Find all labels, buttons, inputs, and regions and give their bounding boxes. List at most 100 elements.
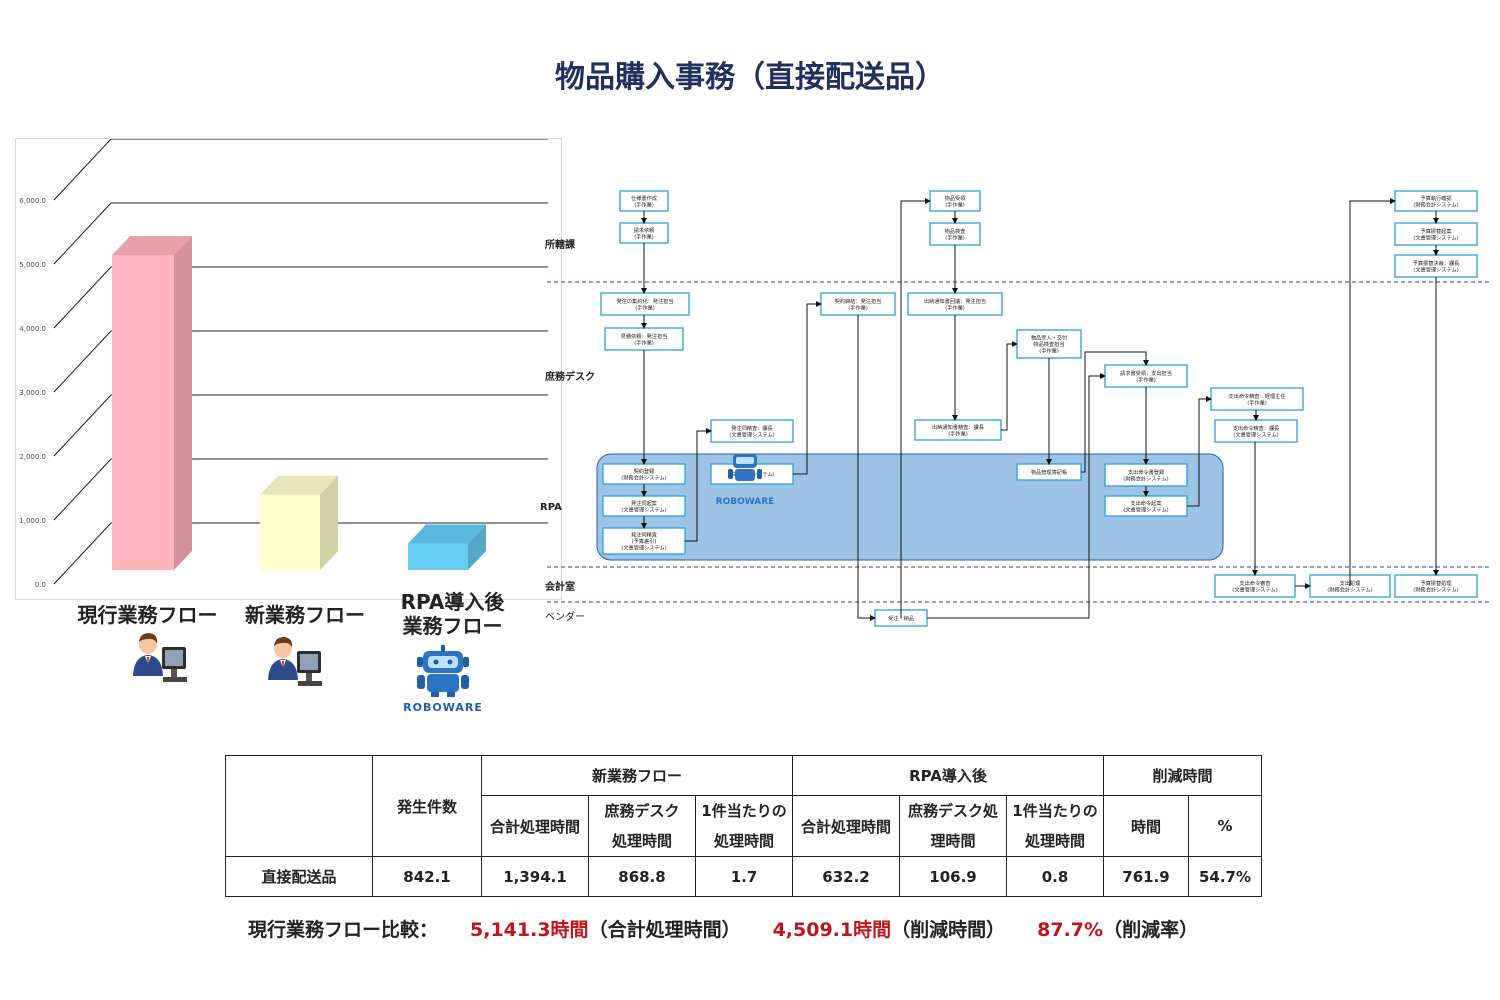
- grid-diagonal: [53, 394, 112, 457]
- comparison-rate-value: 87.7%: [1037, 919, 1104, 941]
- grid-diagonal: [53, 266, 112, 329]
- flow-box-b14: 出納通知書精査：課長(手作業): [914, 419, 1002, 441]
- flow-box-b20: 支出命令精査：経理主任(手作業): [1210, 387, 1304, 411]
- row-new-per: 1.7: [695, 856, 793, 897]
- flow-box-text: (文書管理システム): [1233, 430, 1278, 438]
- flow-box-text: (財務会計システム): [1327, 585, 1372, 593]
- flow-box-text: 発注の集約化：発注担当: [616, 297, 673, 305]
- flow-box-text: 支出命令起案: [1130, 499, 1162, 507]
- bar-chart: 0.01,000.02,000.03,000.04,000.05,000.06,…: [19, 139, 548, 589]
- flow-box-b1: 仕様書作成(手作業): [619, 190, 669, 212]
- category-label-rpa-line1: RPA導入後: [400, 590, 505, 614]
- y-tick-label: 6,000.0: [19, 197, 46, 205]
- flow-box-text: (手作業): [948, 429, 968, 437]
- robot-face: [736, 457, 754, 464]
- flow-box-text: 支出命令精査：経理主任: [1228, 392, 1285, 400]
- header-new-per-line1: 1件当たりの: [701, 802, 787, 820]
- roboware-robot-icon: ROBOWARE: [403, 645, 483, 715]
- flow-box-text: (財務会計システム): [1413, 585, 1458, 593]
- grid-diagonal: [53, 330, 112, 393]
- flow-box-text: 請求書受領：支出担当: [1120, 369, 1172, 377]
- flow-box-text: 支出命令書登録: [1128, 468, 1165, 476]
- flow-box-text: (文書管理システム): [1232, 585, 1277, 593]
- header-rpa-desk-line1: 庶務デスク処: [907, 802, 998, 820]
- flow-box-text: (予算差引): [632, 537, 657, 545]
- summary-table: 発生件数 新業務フロー RPA導入後 削減時間 合計処理時間 庶務デスク 処理時…: [225, 755, 1262, 897]
- row-rpa-total: 632.2: [792, 856, 900, 897]
- robot-body: [735, 469, 755, 481]
- comparison-rate-note: （削減率）: [1103, 919, 1199, 941]
- robot-icon: [417, 645, 469, 697]
- header-count: 発生件数: [372, 755, 482, 857]
- rpa-robot-icon: [728, 454, 762, 481]
- flow-box-b11: 物品受領(手作業): [929, 190, 981, 212]
- flow-box-text: (手作業): [945, 200, 965, 208]
- flow-box-text: (文書管理システム): [1413, 233, 1458, 241]
- comparison-label: 現行業務フロー比較：: [248, 919, 439, 941]
- flow-box-text: (手作業): [635, 303, 655, 311]
- grid-diagonal: [53, 202, 112, 265]
- flow-box-text: (文書管理システム): [729, 430, 774, 438]
- flow-box-text: (手作業): [945, 233, 965, 241]
- page-title: 物品購入事務（直接配送品）: [555, 60, 945, 95]
- row-rpa-desk: 106.9: [899, 856, 1007, 897]
- flow-box-text: 発注伺起案: [631, 499, 658, 507]
- row-reduction-hours: 761.9: [1103, 856, 1189, 897]
- header-percent: %: [1188, 795, 1262, 857]
- row-name: 直接配送品: [225, 856, 373, 897]
- row-new-total: 1,394.1: [481, 856, 589, 897]
- category-label-rpa-line2: 業務フロー: [402, 614, 503, 638]
- flow-box-b5: 契約登録(財務会計システム): [602, 463, 686, 485]
- flow-box-frame: [1016, 329, 1082, 359]
- flow-box-b22: 支出命令審査(文書管理システム): [1214, 574, 1296, 598]
- category-label-rpa: RPA導入後 業務フロー: [385, 590, 520, 638]
- flow-box-text: (手作業): [634, 232, 654, 240]
- bar-2: [260, 475, 338, 570]
- flow-box-b19: 支出命令起案(文書管理システム): [1104, 495, 1188, 517]
- y-tick-label: 3,000.0: [19, 389, 46, 397]
- flow-connector: [1187, 396, 1212, 507]
- flow-box-text: (手作業): [1136, 375, 1156, 383]
- comparison-summary: 現行業務フロー比較：5,141.3時間（合計処理時間）4,509.1時間（削減時…: [248, 915, 1198, 942]
- flow-box-text: (文書管理システム): [1123, 505, 1168, 513]
- flow-box-text: 発注伺精査: [631, 531, 657, 539]
- flow-connector: [1001, 341, 1018, 431]
- row-rpa-per: 0.8: [1006, 856, 1104, 897]
- person-computer-icon: [268, 637, 322, 686]
- header-new-desk-line2: 処理時間: [611, 832, 672, 850]
- header-new-per: 1件当たりの 処理時間: [695, 795, 793, 857]
- flow-box-text: (文書管理システム): [621, 544, 666, 552]
- flow-box-text: 予算振替起案: [1420, 227, 1452, 235]
- row-count: 842.1: [372, 856, 482, 897]
- header-rpa-desk: 庶務デスク処 理時間: [899, 795, 1007, 857]
- flow-box-text: (文書管理システム): [621, 505, 666, 513]
- lane-label-vendor: ベンダー: [545, 612, 585, 623]
- flow-box-text: (財務会計システム): [1123, 474, 1168, 482]
- flow-box-text: (手作業): [1039, 347, 1059, 355]
- lane-label-kaikeishitsu: 会計室: [545, 582, 575, 593]
- comparison-reduced-note: （削減時間）: [891, 919, 1006, 941]
- header-rpa-desk-line2: 理時間: [930, 832, 976, 850]
- flow-box-b17: 請求書受領：支出担当(手作業): [1104, 364, 1188, 388]
- header-new-desk-line1: 庶務デスク: [604, 802, 680, 820]
- flow-box-text: 発注伺精査：課長: [731, 424, 773, 432]
- header-new-total: 合計処理時間: [481, 795, 589, 857]
- flow-box-text: (文書管理システム): [1413, 265, 1458, 273]
- grid-diagonal: [53, 139, 112, 201]
- flow-connector: [1081, 351, 1149, 473]
- flow-box-b6: 発注伺起案(文書管理システム): [602, 495, 686, 517]
- flow-box-text: (手作業): [945, 303, 965, 311]
- lane-label-shomu-desk: 庶務デスク: [545, 372, 595, 383]
- y-tick-label: 4,000.0: [19, 325, 46, 333]
- y-tick-label: 2,000.0: [19, 453, 46, 461]
- header-hours: 時間: [1103, 795, 1189, 857]
- flow-box-text: 請求依頼: [634, 226, 656, 234]
- flow-box-b24: 予算執行確認(財務会計システム): [1394, 190, 1478, 212]
- rpa-robot-logo-text: ROBOWARE: [716, 497, 775, 507]
- flow-box-text: 予算執行確認: [1420, 194, 1452, 202]
- bar-1: [112, 235, 192, 571]
- flow-box-text: (手作業): [634, 338, 654, 346]
- flow-connector: [685, 428, 712, 542]
- bar-3: [408, 524, 486, 570]
